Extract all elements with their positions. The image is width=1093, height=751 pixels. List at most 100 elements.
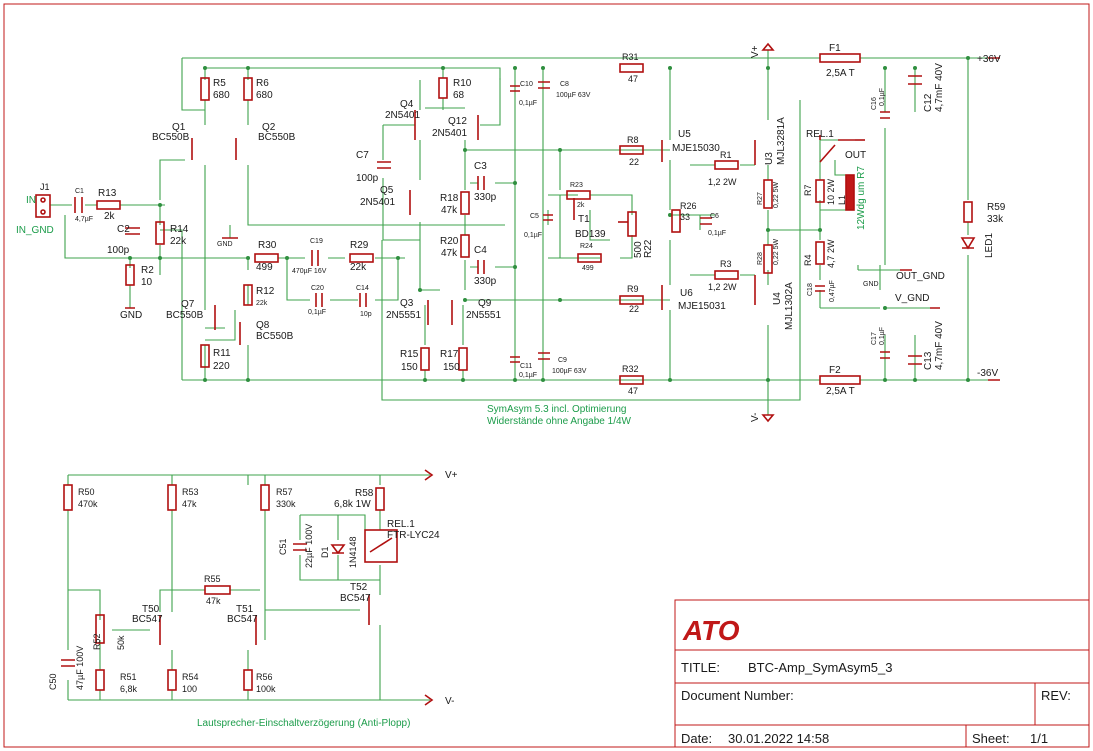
- junction-dots: [128, 56, 970, 382]
- label-c16: C16: [871, 97, 878, 110]
- label-c14: C14: [356, 285, 369, 292]
- label-r8: R8: [627, 135, 639, 145]
- delay-components: [61, 469, 434, 706]
- label-f1: F1: [829, 43, 841, 54]
- label-u6: U6: [680, 288, 693, 299]
- value-r51: 6,8k: [120, 684, 138, 694]
- net-in-gnd: IN_GND: [16, 225, 54, 236]
- value-u3: MJL3281A: [776, 117, 787, 165]
- label-q9: Q9: [478, 298, 492, 309]
- label-r5: R5: [213, 78, 226, 89]
- label-r11: R11: [213, 348, 231, 359]
- label-r24: R24: [580, 243, 593, 250]
- value-r11: 220: [213, 361, 230, 372]
- value-r23: 2k: [577, 202, 585, 209]
- value-q7: BC550B: [166, 310, 204, 321]
- net-vplus-2: V+: [445, 470, 458, 481]
- value-r52: 50k: [116, 635, 126, 650]
- ato-logo: ATO: [682, 615, 740, 646]
- value-r22: 500: [633, 241, 644, 258]
- value-c13: 4,7mF 40V: [934, 321, 945, 370]
- value-r24: 499: [582, 265, 594, 272]
- value-r57: 330k: [276, 499, 296, 509]
- label-r28: R28: [757, 252, 764, 265]
- net-out-gnd: OUT_GND: [896, 271, 945, 282]
- label-r23: R23: [570, 182, 583, 189]
- title-block: ATO TITLE: BTC-Amp_SymAsym5_3 Document N…: [674, 599, 1090, 748]
- label-r6: R6: [256, 78, 269, 89]
- value-r2: 10: [141, 277, 153, 288]
- value-c51: 22µF 100V: [304, 524, 314, 568]
- value-r12: 22k: [256, 300, 268, 307]
- label-u5: U5: [678, 129, 691, 140]
- value-c6: 0,1µF: [708, 230, 726, 237]
- label-j1: J1: [40, 182, 50, 192]
- label-c2: C2: [117, 224, 130, 235]
- value-r7: 10 2W: [826, 178, 836, 205]
- label-r2: R2: [141, 265, 154, 276]
- value-t50: BC547: [132, 614, 163, 625]
- label-q8: Q8: [256, 320, 270, 331]
- value-c20: 0,1µF: [308, 309, 326, 316]
- label-c3: C3: [474, 161, 487, 172]
- value-r5: 680: [213, 90, 230, 101]
- value-q5: 2N5401: [360, 197, 395, 208]
- value-r6: 680: [256, 90, 273, 101]
- label-r50: R50: [78, 487, 95, 497]
- label-r20: R20: [440, 236, 459, 247]
- label-rel1b: REL.1: [387, 519, 415, 530]
- label-r14: R14: [170, 224, 189, 235]
- label-r30: R30: [258, 240, 277, 251]
- date-label: Date:: [681, 731, 712, 746]
- label-r32: R32: [622, 364, 639, 374]
- label-c9: C9: [558, 357, 567, 364]
- value-q3: 2N5551: [386, 310, 421, 321]
- value-c50: 47µF 100V: [75, 646, 85, 690]
- label-q4: Q4: [400, 99, 414, 110]
- net-m36: -36V: [977, 368, 998, 379]
- label-c13: C13: [923, 351, 934, 370]
- note-main-2: Widerstände ohne Angabe 1/4W: [487, 416, 632, 427]
- label-r51: R51: [120, 672, 137, 682]
- net-vplus: V+: [750, 45, 761, 58]
- net-p36: +36V: [977, 54, 1001, 65]
- label-c1: C1: [75, 188, 84, 195]
- label-q2: Q2: [262, 122, 276, 133]
- value-r53: 47k: [182, 499, 197, 509]
- rev-label: REV:: [1041, 688, 1071, 703]
- value-r26: 33: [680, 212, 690, 222]
- label-r4: R4: [803, 254, 813, 266]
- label-q5: Q5: [380, 185, 394, 196]
- value-r30: 499: [256, 262, 273, 273]
- value-q9: 2N5551: [466, 310, 501, 321]
- label-rel1: REL.1: [806, 129, 834, 140]
- note-delay: Lautsprecher-Einschaltverzögerung (Anti-…: [197, 718, 410, 729]
- label-c4: C4: [474, 245, 487, 256]
- net-inductor: 12Wdg um R7: [856, 166, 867, 230]
- value-c5: 0,1µF: [524, 232, 542, 239]
- label-q3: Q3: [400, 298, 414, 309]
- value-r3: 1,2 2W: [708, 282, 737, 292]
- value-c17: 0,1µF: [879, 327, 886, 345]
- value-q1: BC550B: [152, 132, 190, 143]
- net-out: OUT: [845, 150, 866, 161]
- main-components: [35, 42, 1000, 423]
- sheet-label: Sheet:: [972, 731, 1010, 746]
- label-c8: C8: [560, 81, 569, 88]
- main-labels: IN IN_GND J1 C1 4,7µF R13 2k C2 100p R2 …: [16, 43, 1006, 427]
- title-value: BTC-Amp_SymAsym5_3: [748, 660, 892, 675]
- value-r29: 22k: [350, 262, 367, 273]
- value-r8: 22: [629, 157, 639, 167]
- document-number-label: Document Number:: [681, 688, 794, 703]
- value-c7: 100p: [356, 173, 379, 184]
- value-r18: 47k: [441, 205, 458, 216]
- label-q1: Q1: [172, 122, 186, 133]
- label-r59: R59: [987, 202, 1006, 213]
- label-c17: C17: [871, 332, 878, 345]
- value-q8: BC550B: [256, 331, 294, 342]
- value-t1: BD139: [575, 229, 606, 240]
- value-c8: 100µF 63V: [556, 92, 591, 99]
- value-r31: 47: [628, 74, 638, 84]
- label-r7: R7: [803, 184, 813, 196]
